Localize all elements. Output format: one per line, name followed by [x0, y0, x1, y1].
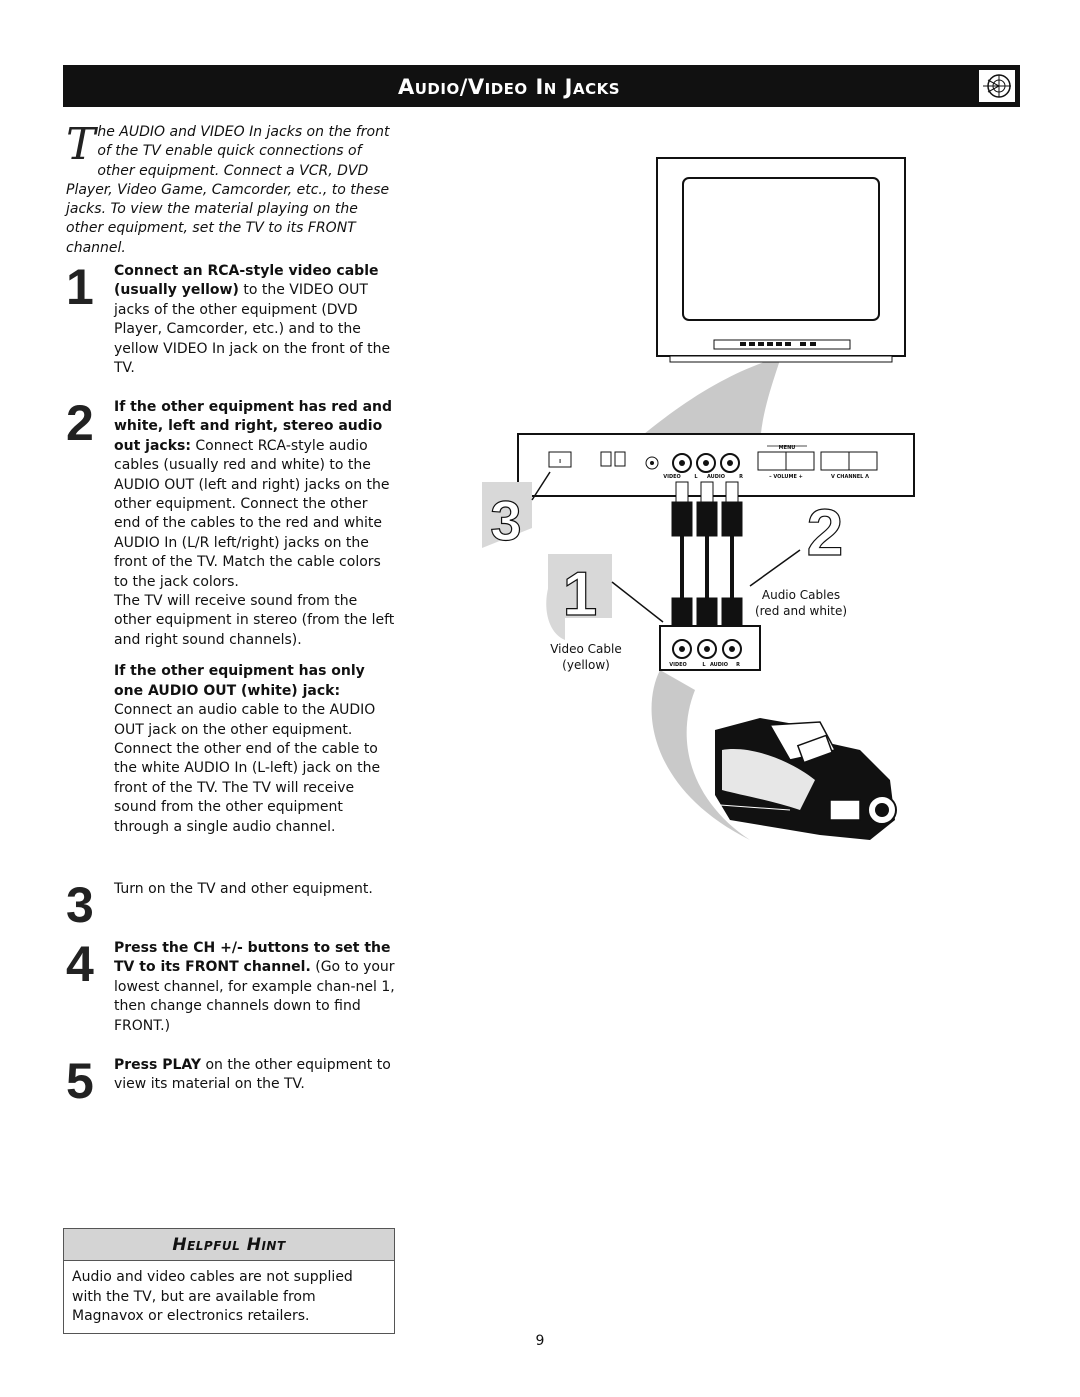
- page-number: 9: [535, 1333, 545, 1349]
- callout-2: 2: [749, 494, 844, 587]
- swoosh-upper: [625, 360, 780, 450]
- step-4: 4 Press the CH +/- buttons to set the TV…: [66, 939, 396, 1039]
- connection-diagram: I MENU VIDEO L AUDIO R – VOLUME + V CHAN…: [470, 150, 930, 870]
- intro-dropcap: T: [66, 119, 96, 170]
- cam-audio-label: AUDIO: [710, 662, 728, 668]
- helpful-hint-text: Audio and video cables are not supplied …: [72, 1269, 353, 1324]
- step-3: 3 Turn on the TV and other equipment.: [66, 880, 396, 930]
- audio-l-label: L: [694, 474, 698, 480]
- camcorder-illustration: [715, 718, 897, 840]
- step-plain-text: to the VIDEO OUT jacks of the other equi…: [114, 282, 391, 377]
- cam-r-label: R: [736, 662, 740, 668]
- step-text: Press the CH +/- buttons to set the TV t…: [114, 939, 396, 1036]
- step-plain-text: (Go to your lowest channel, for example …: [114, 959, 395, 1034]
- step-bold-text: Press PLAY: [114, 1057, 202, 1073]
- svg-text:I: I: [559, 459, 561, 465]
- helpful-hint-title: Helpful Hint: [64, 1229, 394, 1261]
- section-title: Audio/Video In Jacks: [397, 75, 620, 99]
- step-2: 2 If the other equipment has red and whi…: [66, 398, 396, 868]
- swoosh-lower: [651, 670, 750, 840]
- tv-antenna-icon: [978, 69, 1016, 103]
- step-number: 1: [66, 259, 94, 315]
- step-number: 4: [66, 936, 94, 992]
- callout-number-1: 1: [563, 560, 597, 629]
- audio-cables-label-sub: (red and white): [754, 604, 848, 618]
- audio-label: AUDIO: [707, 474, 725, 480]
- step-subcase-bold: If the other equipment has only one AUDI…: [114, 663, 365, 699]
- helpful-hint-box: Helpful Hint Audio and video cables are …: [63, 1228, 395, 1334]
- step-number: 2: [66, 395, 94, 451]
- cam-video-label: VIDEO: [669, 662, 687, 668]
- volume-label: – VOLUME +: [769, 474, 803, 480]
- video-cable-label-text: Video Cable: [550, 642, 622, 656]
- rca-cables: [671, 481, 743, 645]
- video-cable-label: Video Cable (yellow): [540, 641, 632, 673]
- callout-3: 3: [482, 471, 551, 553]
- video-jack-label: VIDEO: [663, 474, 681, 480]
- step-1: 1 Connect an RCA-style video cable (usua…: [66, 262, 396, 382]
- audio-cables-label: Audio Cables (red and white): [742, 587, 860, 619]
- cam-l-label: L: [702, 662, 706, 668]
- step-plain-text: on the other equipment to view its mater…: [114, 1057, 391, 1093]
- connection-diagram-art: I MENU VIDEO L AUDIO R – VOLUME + V CHAN…: [482, 157, 915, 840]
- step-text: Press PLAY on the other equipment to vie…: [114, 1056, 396, 1095]
- audio-cables-label-text: Audio Cables: [761, 588, 841, 602]
- intro-text: he AUDIO and VIDEO In jacks on the front…: [66, 124, 390, 256]
- step-number: 5: [66, 1053, 94, 1109]
- callout-number-3: 3: [490, 489, 521, 552]
- section-header: Audio/Video In Jacks: [63, 65, 1020, 107]
- callout-1: 1: [548, 554, 664, 630]
- step-text: If the other equipment has red and white…: [114, 398, 396, 837]
- camcorder-jack-panel: VIDEO L AUDIO R: [659, 625, 761, 671]
- audio-r-label: R: [739, 474, 743, 480]
- step-bold-text: Connect an RCA-style video cable (usuall…: [114, 263, 379, 299]
- step-subcase-text: Connect an audio cable to the AUDIO OUT …: [114, 702, 381, 835]
- tv-illustration: [656, 157, 906, 363]
- step-text: Connect an RCA-style video cable (usuall…: [114, 262, 396, 378]
- callout-number-2: 2: [807, 495, 844, 569]
- step-bold-text: Press the CH +/- buttons to set the TV t…: [114, 940, 391, 976]
- step-5: 5 Press PLAY on the other equipment to v…: [66, 1056, 396, 1116]
- tv-jack-panel: I MENU VIDEO L AUDIO R – VOLUME + V CHAN…: [517, 433, 915, 497]
- step-bold-text: If the other equipment has red and white…: [114, 399, 393, 454]
- step-plain-text: Connect RCA-style audio cables (usually …: [114, 437, 390, 590]
- menu-label: MENU: [779, 445, 796, 451]
- step-subcase: If the other equipment has only one AUDI…: [114, 662, 396, 837]
- step-text: Turn on the TV and other equipment.: [114, 881, 373, 897]
- video-cable-label-sub: (yellow): [562, 658, 610, 672]
- step-note: The TV will receive sound from the other…: [114, 593, 395, 648]
- channel-label: V CHANNEL Λ: [831, 474, 869, 480]
- step-number: 3: [66, 877, 94, 933]
